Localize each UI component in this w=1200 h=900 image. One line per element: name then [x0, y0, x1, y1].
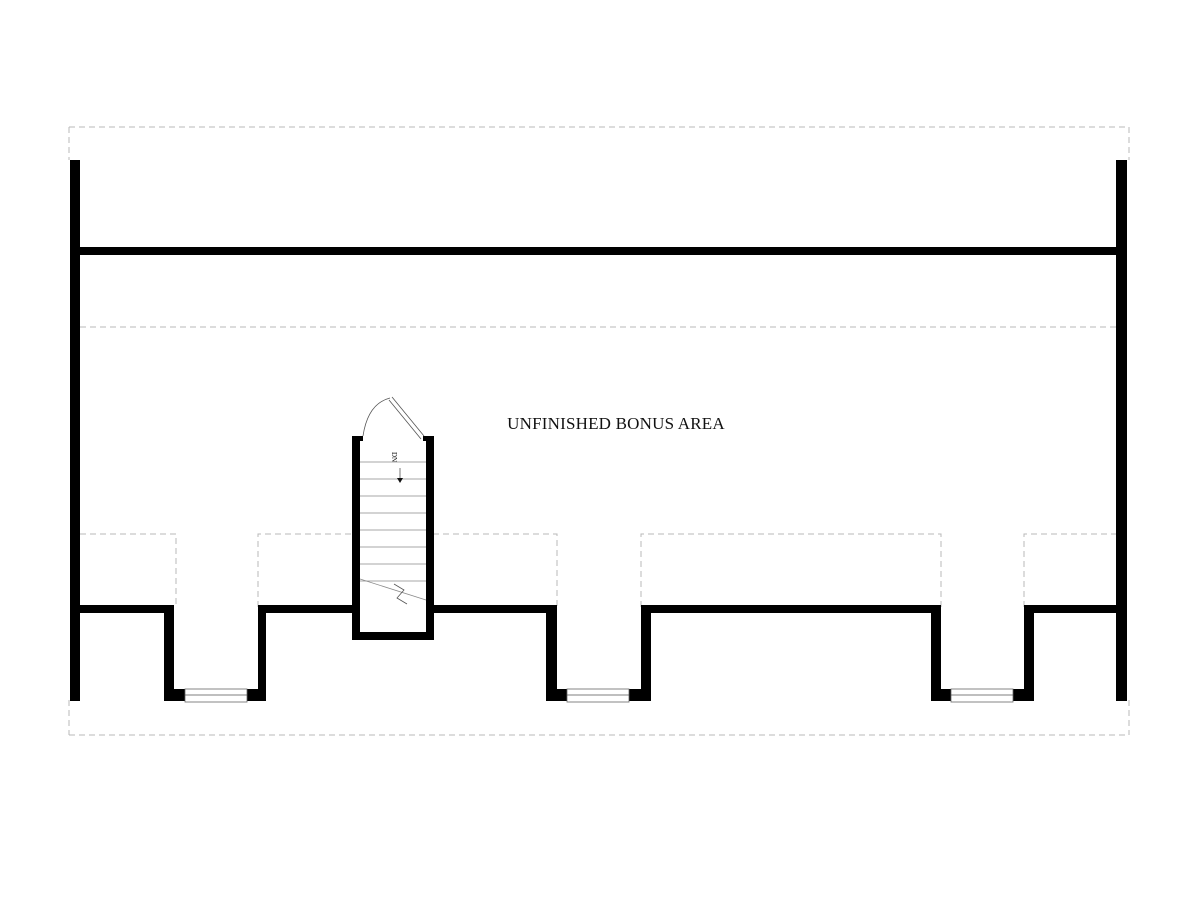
- stair-enclosure: DN: [352, 436, 434, 640]
- window-right-dormer: [950, 688, 1014, 703]
- stair-treads: [359, 461, 427, 605]
- stair-direction-arrow: [397, 468, 403, 483]
- front-wall-with-dormers: [80, 605, 1116, 701]
- stair-door: [362, 396, 425, 440]
- room-label: UNFINISHED BONUS AREA: [507, 414, 725, 433]
- dormer-windows: [184, 688, 1014, 703]
- stair-label: DN: [390, 452, 398, 462]
- right-exterior-wall: [1116, 160, 1127, 701]
- left-exterior-wall: [70, 160, 80, 701]
- window-left-dormer: [184, 688, 248, 703]
- dormer-ceiling-outlines: [80, 533, 1116, 607]
- window-center-dormer: [566, 688, 630, 703]
- rear-wall: [80, 247, 1116, 255]
- stair-walls: [352, 436, 434, 640]
- roof-overhang-outline: [68, 126, 1130, 736]
